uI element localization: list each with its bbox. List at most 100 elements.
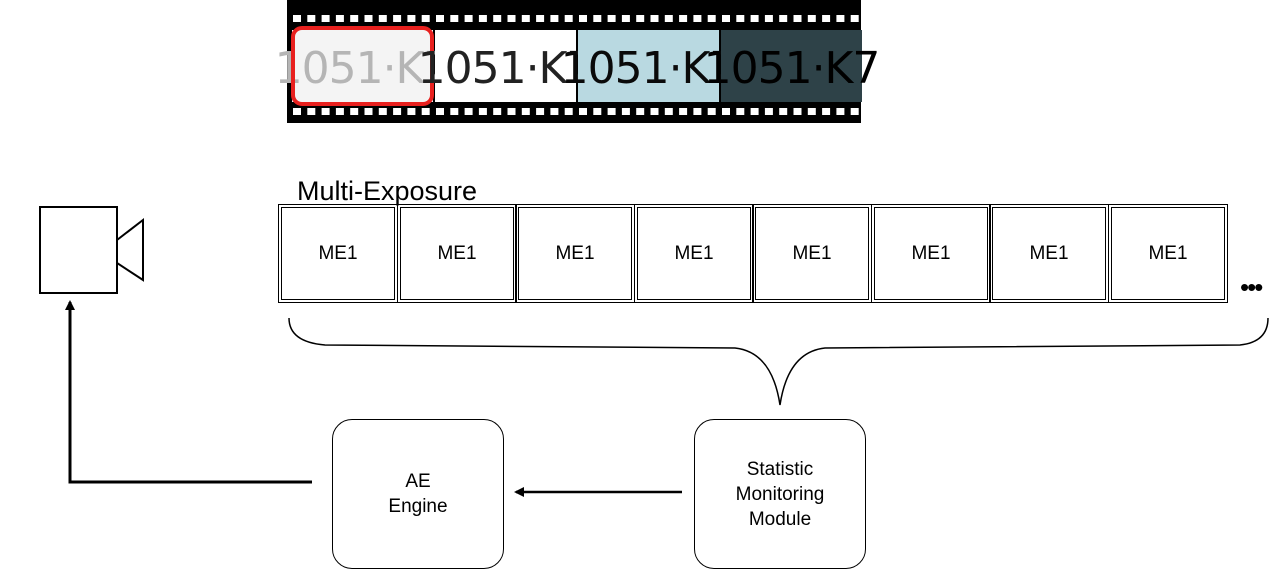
sprocket-hole xyxy=(378,108,387,115)
sprocket-hole xyxy=(421,108,430,115)
exposure-box: ME1 xyxy=(634,204,754,303)
ae-engine-label-line1: AE xyxy=(405,471,431,492)
sprocket-hole xyxy=(307,108,316,115)
sprocket-hole xyxy=(650,108,659,115)
exposure-box: ME1 xyxy=(278,204,398,303)
sprocket-hole xyxy=(521,108,530,115)
sprocket-hole xyxy=(293,108,301,115)
sprocket-hole xyxy=(593,15,602,22)
sprocket-hole xyxy=(636,108,645,115)
exposure-box: ME1 xyxy=(515,204,635,303)
sprocket-hole xyxy=(421,15,430,22)
plate-text: 1051·K7 xyxy=(704,43,880,94)
plate-text: 1051·K7 xyxy=(418,43,594,94)
sprocket-hole xyxy=(621,15,630,22)
sprocket-hole xyxy=(407,15,416,22)
film-frame xyxy=(292,30,433,102)
sprocket-hole xyxy=(564,108,573,115)
sprocket-hole xyxy=(750,108,759,115)
sprocket-hole xyxy=(579,15,587,22)
sprocket-hole xyxy=(664,108,673,115)
sprocket-hole xyxy=(679,15,688,22)
sprocket-hole xyxy=(836,108,845,115)
sprocket-holes-bottom xyxy=(293,108,859,115)
sprocket-hole xyxy=(664,15,673,22)
sprocket-hole xyxy=(736,15,745,22)
statistic-label-line3: Module xyxy=(748,508,812,530)
sprocket-hole xyxy=(621,108,630,115)
sprocket-hole xyxy=(478,108,487,115)
film-frame xyxy=(435,30,576,102)
sprocket-hole xyxy=(378,15,387,22)
sprocket-hole xyxy=(536,108,545,115)
sprocket-hole xyxy=(764,108,773,115)
sprocket-hole xyxy=(521,15,530,22)
sprocket-hole xyxy=(536,15,545,22)
sprocket-hole xyxy=(350,15,359,22)
sprocket-hole xyxy=(693,108,702,115)
sprocket-hole xyxy=(807,15,816,22)
sprocket-hole xyxy=(321,108,330,115)
sprocket-hole xyxy=(493,15,502,22)
arrow-ae-to-camera xyxy=(65,300,312,484)
sprocket-hole xyxy=(607,15,616,22)
sprocket-hole xyxy=(550,108,559,115)
sprocket-hole xyxy=(679,108,688,115)
sprocket-hole xyxy=(779,108,788,115)
sprocket-hole xyxy=(550,15,559,22)
sprocket-hole xyxy=(350,108,359,115)
sprocket-hole xyxy=(407,108,416,115)
sprocket-hole xyxy=(393,15,402,22)
sprocket-hole xyxy=(464,108,473,115)
sprocket-hole xyxy=(307,15,316,22)
sprocket-hole xyxy=(850,108,859,115)
ae-engine-label-line2: Engine xyxy=(388,496,448,517)
sprocket-hole xyxy=(393,108,402,115)
sprocket-hole xyxy=(450,108,459,115)
sprocket-hole xyxy=(478,15,487,22)
sprocket-hole xyxy=(507,108,516,115)
sprocket-hole xyxy=(321,15,330,22)
statistic-label-line1: Statistic xyxy=(746,458,814,480)
sprocket-hole xyxy=(793,108,802,115)
sprocket-hole xyxy=(693,15,702,22)
statistic-monitoring-module: Statistic Monitoring Module xyxy=(694,419,866,569)
sprocket-hole xyxy=(293,15,301,22)
sprocket-hole xyxy=(636,15,645,22)
diagram-title: Multi-Exposure xyxy=(297,176,478,206)
grouping-brace xyxy=(288,317,1269,406)
exposure-box: ME1 xyxy=(752,204,872,303)
sprocket-hole xyxy=(807,108,816,115)
ae-engine-module: AE Engine xyxy=(332,419,504,569)
sprocket-hole xyxy=(650,15,659,22)
sprocket-hole xyxy=(607,108,616,115)
sprocket-hole xyxy=(707,15,716,22)
statistic-label-line2: Monitoring xyxy=(735,483,825,505)
plate-text: 1051·K7 xyxy=(275,43,451,94)
sprocket-hole xyxy=(493,108,502,115)
film-frame xyxy=(578,30,719,102)
sprocket-hole xyxy=(822,108,831,115)
sprocket-hole xyxy=(764,15,773,22)
sprocket-hole xyxy=(793,15,802,22)
film-frame xyxy=(721,30,862,102)
video-camera-icon xyxy=(39,206,144,294)
ellipsis-dots: ••• xyxy=(1240,272,1263,302)
sprocket-hole xyxy=(335,108,344,115)
exposure-box: ME1 xyxy=(989,204,1109,303)
sprocket-hole xyxy=(579,108,587,115)
exposure-box: ME1 xyxy=(397,204,517,303)
sprocket-hole xyxy=(436,108,444,115)
selected-frame-highlight xyxy=(291,26,434,106)
sprocket-hole xyxy=(836,15,845,22)
sprocket-hole xyxy=(722,15,730,22)
sprocket-hole xyxy=(736,108,745,115)
sprocket-hole xyxy=(364,108,373,115)
sprocket-hole xyxy=(464,15,473,22)
sprocket-hole xyxy=(450,15,459,22)
exposure-box: ME1 xyxy=(871,204,991,303)
sprocket-hole xyxy=(750,15,759,22)
exposure-box: ME1 xyxy=(1108,204,1228,303)
